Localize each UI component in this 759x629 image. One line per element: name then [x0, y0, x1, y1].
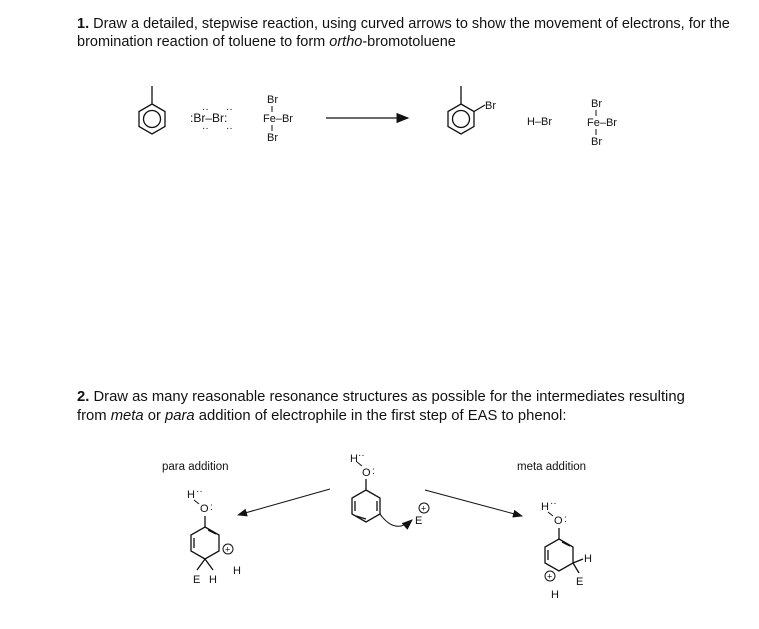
br-lone-pair-top-2: ··	[226, 104, 233, 115]
para-intermediate-structure: H ·· O : + H E H	[187, 486, 241, 586]
br-lone-pair-bottom-1: ··	[202, 123, 209, 134]
para-addition-label: para addition	[162, 461, 229, 473]
question-1-number: 1.	[77, 16, 90, 32]
phenol-oxygen: O	[362, 467, 371, 479]
br-lone-pair-bottom-2: ··	[226, 123, 233, 134]
question-2-text-b: addition of electrophile in the first st…	[194, 408, 567, 424]
question-2: 2. Draw as many reasonable resonance str…	[77, 388, 717, 426]
meta-lone-pair-top: ··	[550, 498, 557, 509]
meta-h: H	[541, 501, 549, 513]
meta-plus: +	[547, 572, 552, 582]
question-1-text: Draw a detailed, stepwise reaction, usin…	[77, 16, 730, 50]
phenol-h: H	[350, 453, 358, 465]
br-lone-pair-top-1: ··	[202, 104, 209, 115]
arrow-to-meta	[424, 489, 523, 518]
electrophile: E	[415, 515, 422, 527]
ortho-bromotoluene-structure	[447, 86, 486, 135]
iron-tribromide: Br Fe–Br Br	[263, 94, 293, 144]
curved-electron-arrow	[379, 513, 413, 530]
para-h: H	[187, 489, 195, 501]
question-1-italic: ortho	[329, 34, 363, 50]
iron-tribromide-product: Br Fe–Br Br	[587, 98, 617, 148]
arrow-to-para	[237, 488, 331, 517]
meta-intermediate-structure: H ·· O : H E + H	[541, 498, 592, 601]
meta-addition-label: meta addition	[517, 461, 586, 473]
meta-oxygen: O	[554, 515, 563, 527]
hydrogen-bromide: H–Br	[527, 116, 552, 128]
para-h-bottom: H	[209, 574, 217, 586]
phenol-lone-pair-side: :	[372, 466, 375, 477]
question-2-meta: meta	[110, 408, 144, 424]
question-2-or: or	[143, 408, 166, 424]
febr3-top: Br	[267, 94, 278, 106]
para-lone-pair-top: ··	[196, 486, 203, 497]
para-oxygen: O	[200, 503, 209, 515]
para-plus: +	[225, 545, 230, 555]
para-e: E	[193, 574, 200, 586]
febr3-bottom: Br	[267, 132, 278, 144]
question-2-number: 2.	[77, 389, 90, 405]
para-lone-pair-side: :	[210, 502, 213, 513]
electrophile-charge	[418, 502, 430, 514]
phenol-lone-pair-top: ··	[358, 450, 365, 461]
meta-h-right: H	[584, 553, 592, 565]
meta-h-bottom: H	[551, 589, 559, 601]
bromine-molecule: :Br–Br:	[190, 111, 227, 125]
product-bromine: Br	[485, 100, 496, 112]
meta-charge	[544, 570, 556, 582]
febr3-product-top: Br	[591, 98, 602, 110]
toluene-structure	[138, 86, 166, 135]
febr3-product-middle: Fe–Br	[587, 117, 617, 129]
febr3-product-bottom: Br	[591, 136, 602, 148]
febr3-middle: Fe–Br	[263, 113, 293, 125]
question-1-text-end: -bromotoluene	[362, 34, 456, 50]
question-2-para: para	[165, 408, 195, 424]
phenol-structure: H ·· O :	[350, 450, 381, 523]
meta-e: E	[576, 576, 583, 588]
meta-lone-pair-side: :	[564, 514, 567, 525]
question-1: 1. Draw a detailed, stepwise reaction, u…	[77, 15, 737, 51]
electrophile-plus: +	[421, 504, 426, 514]
question-2-text-a: Draw as many reasonable resonance struct…	[77, 389, 685, 424]
para-extra-h: H	[233, 565, 241, 577]
para-charge	[222, 543, 234, 555]
